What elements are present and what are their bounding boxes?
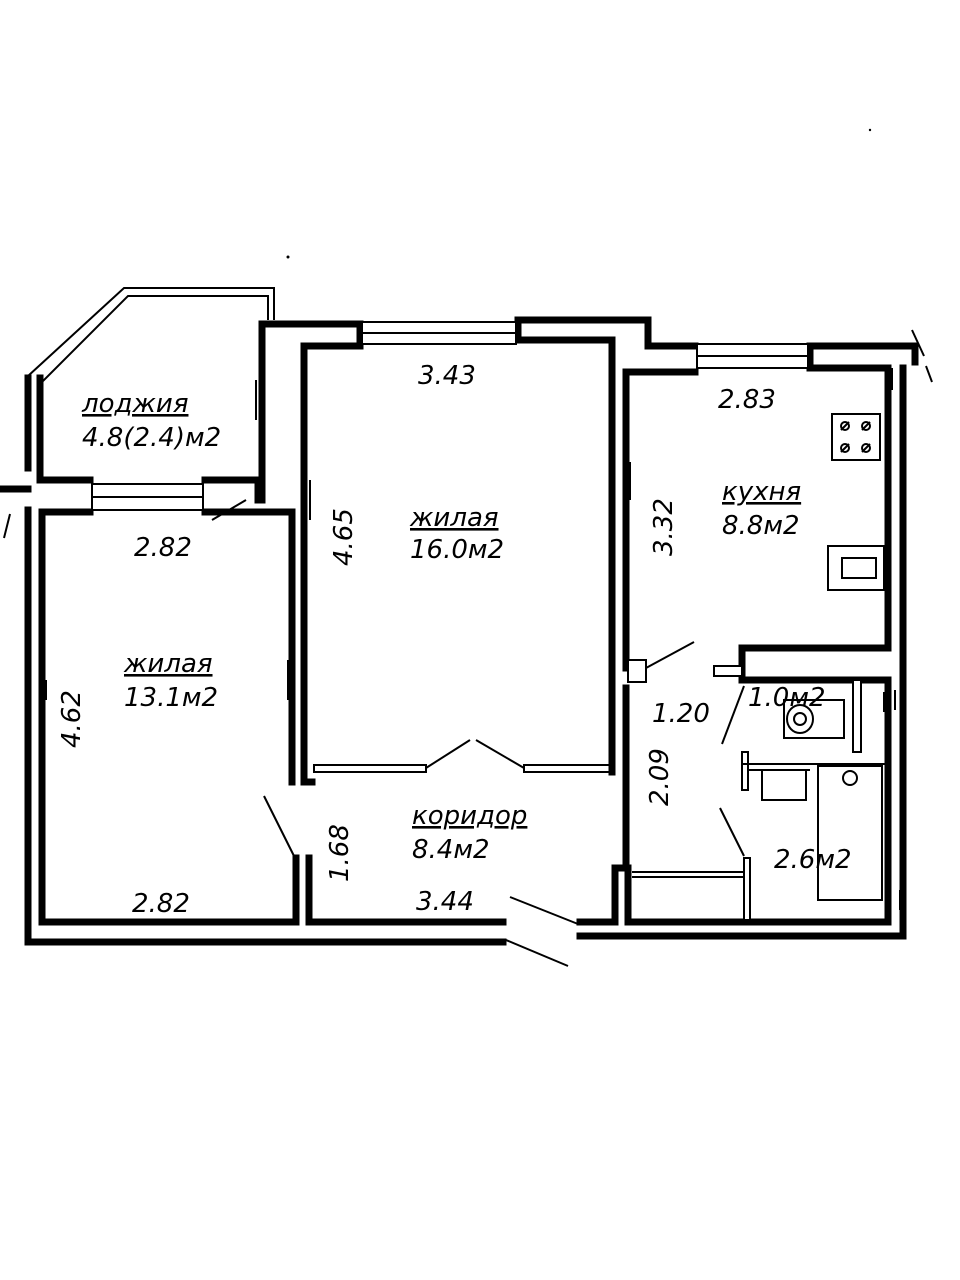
corridor-name: коридор	[412, 801, 527, 831]
kitchen-name: кухня	[722, 477, 801, 507]
doors	[3, 499, 751, 967]
dim-living-large-depth: 4.65	[329, 508, 359, 566]
bathroom-area: 2.6м2	[774, 845, 852, 875]
living-small-name: жилая	[123, 649, 213, 679]
washbasin-icon	[761, 769, 807, 801]
dim-corridor-width: 1.68	[325, 824, 355, 882]
dim-hall-width: 1.20	[652, 699, 710, 729]
dim-living-small-width-top: 2.82	[134, 533, 192, 563]
living-large-area: 16.0м2	[410, 535, 504, 565]
dim-kitchen-width: 2.83	[718, 385, 776, 415]
sink-icon	[827, 545, 885, 591]
windows	[91, 321, 809, 511]
corridor-area: 8.4м2	[412, 835, 490, 865]
wc-area: 1.0м2	[748, 683, 826, 713]
kitchen-area: 8.8м2	[722, 511, 800, 541]
dim-kitchen-depth: 3.32	[649, 498, 679, 556]
dim-corridor-length: 3.44	[416, 887, 474, 917]
loggia-area: 4.8(2.4)м2	[82, 423, 221, 453]
loggia-name: лоджия	[81, 389, 188, 419]
dim-hall-depth: 2.09	[645, 748, 675, 806]
living-large-name: жилая	[409, 503, 499, 533]
dim-living-small-width-bottom: 2.82	[132, 889, 190, 919]
dimension-labels: 3.43 2.83 2.82 2.82 3.44 1.20 4.65 3.32 …	[57, 361, 776, 919]
living-small-area: 13.1м2	[124, 683, 218, 713]
bathtub-icon	[817, 765, 883, 901]
toilet-icon	[783, 699, 845, 739]
wall-marks	[45, 329, 933, 910]
dim-living-small-depth: 4.62	[57, 690, 87, 748]
room-labels: лоджия 4.8(2.4)м2 жилая 16.0м2 кухня 8.8…	[81, 389, 852, 875]
dim-living-large-width: 3.43	[418, 361, 476, 391]
loggia-outline	[27, 287, 275, 385]
stove-icon	[831, 413, 881, 461]
walls	[0, 316, 919, 946]
